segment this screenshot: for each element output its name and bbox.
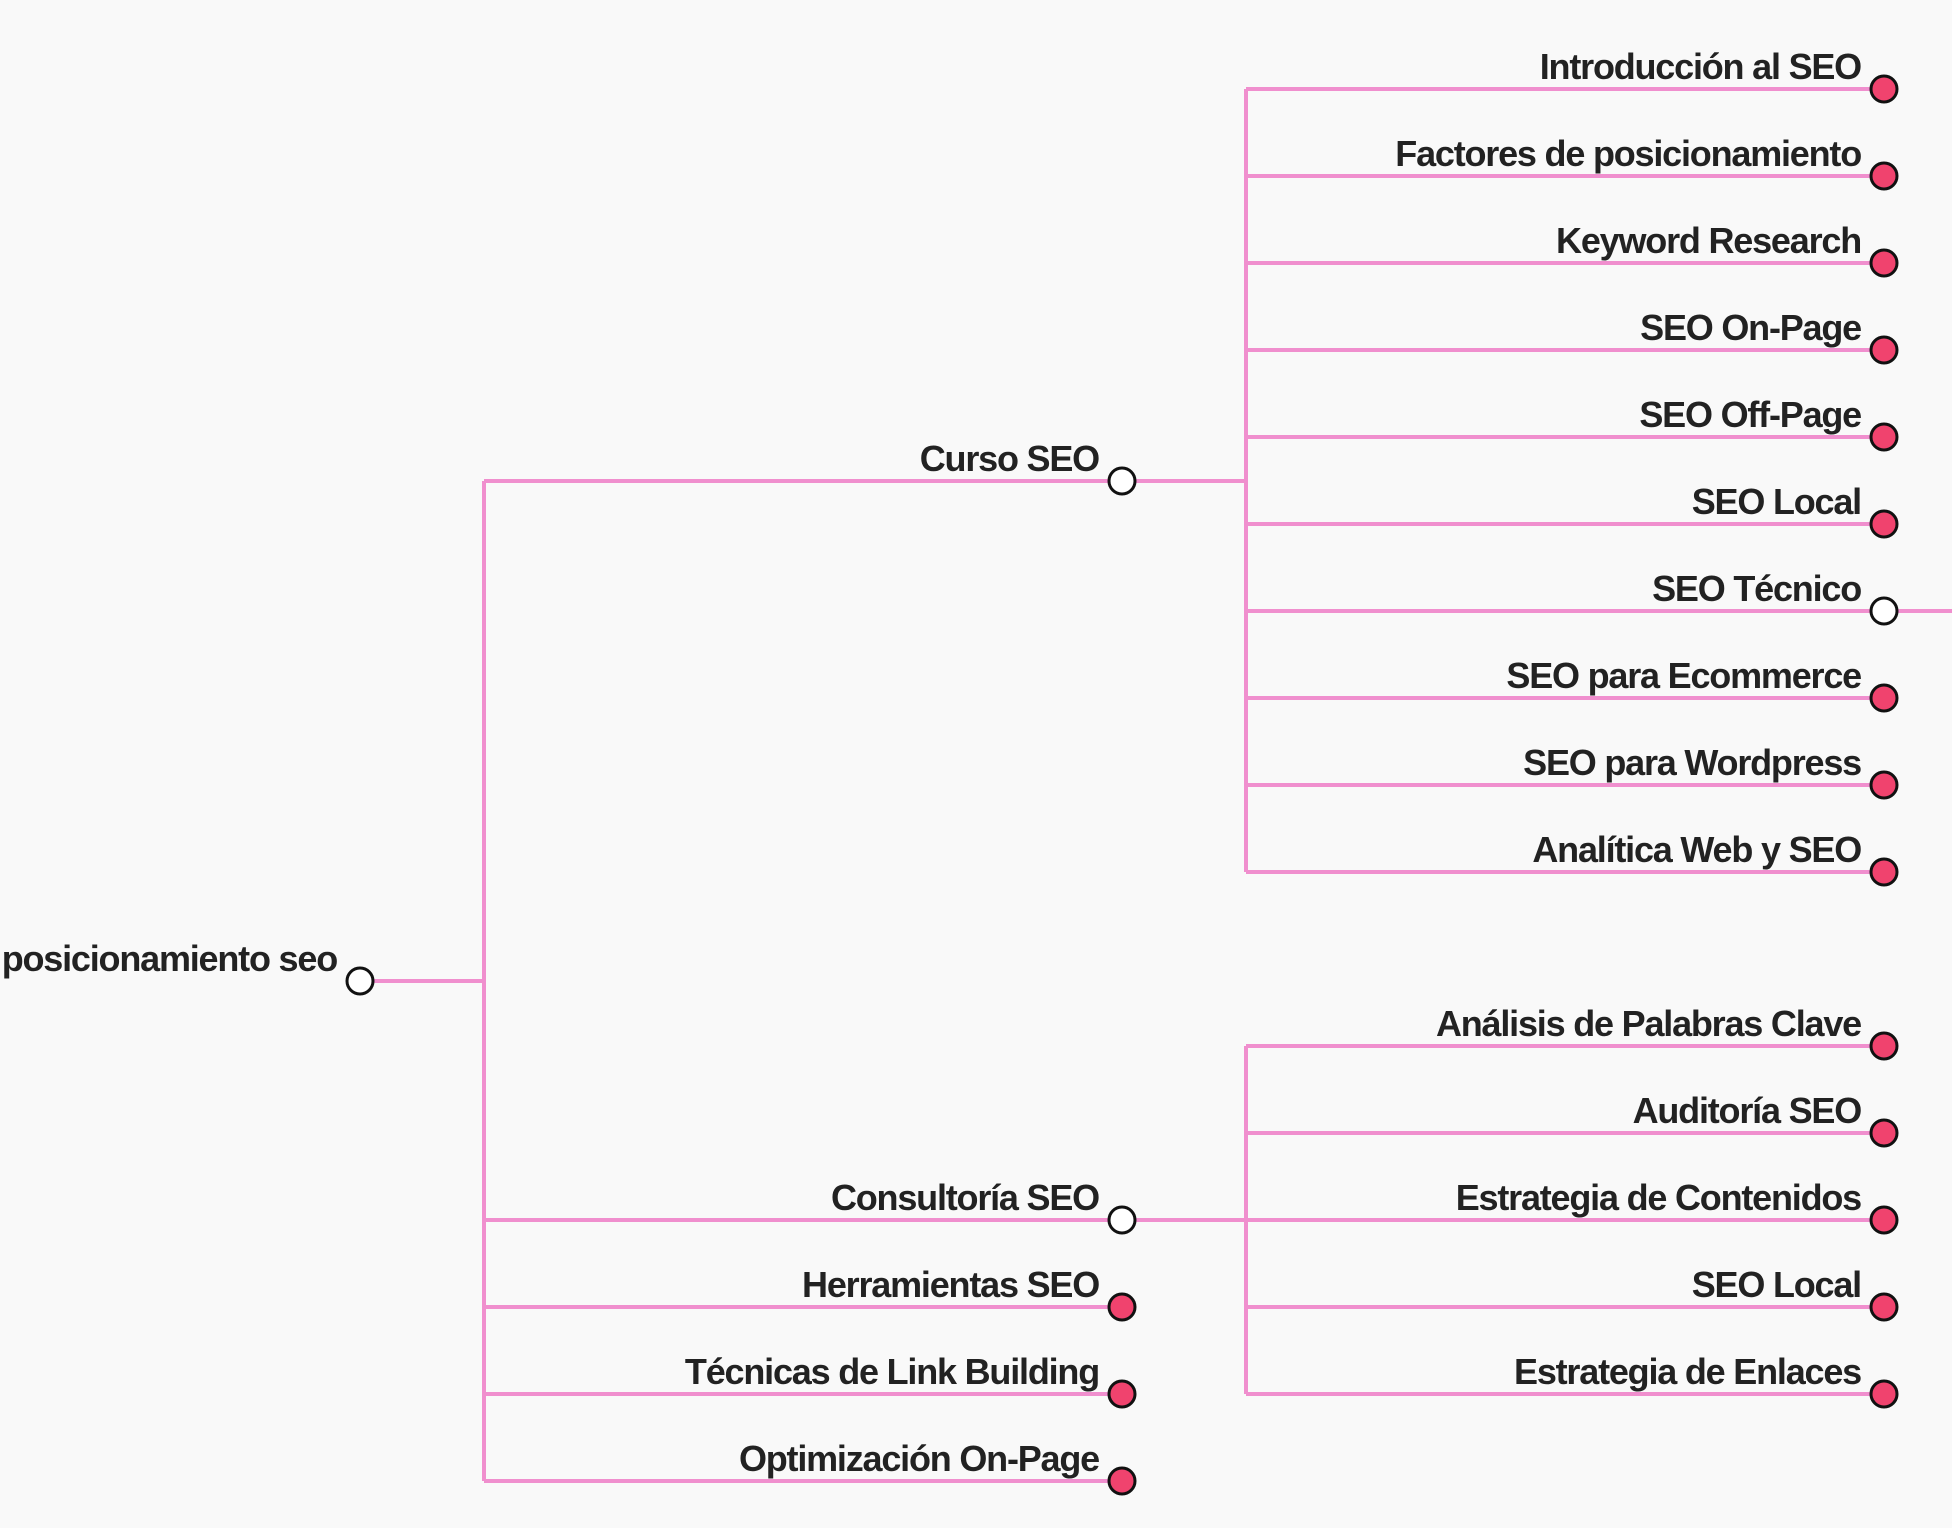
leaf-node[interactable]: SEO para Wordpress [1523, 742, 1899, 800]
leaf-node-label: Auditoría SEO [1633, 1090, 1862, 1131]
expand-node-dot[interactable] [345, 966, 375, 996]
leaf-node[interactable]: Estrategia de Contenidos [1456, 1177, 1899, 1235]
leaf-node-label: Análisis de Palabras Clave [1436, 1003, 1861, 1044]
leaf-node[interactable]: SEO On-Page [1640, 307, 1899, 365]
leaf-node[interactable]: SEO Local [1692, 1264, 1899, 1322]
leaf-node[interactable]: Estrategia de Enlaces [1514, 1351, 1899, 1409]
leaf-node-label: SEO para Wordpress [1523, 742, 1861, 783]
leaf-node-label: SEO para Ecommerce [1506, 655, 1861, 696]
leaf-node-label: Estrategia de Enlaces [1514, 1351, 1861, 1392]
leaf-node-dot[interactable] [1869, 1118, 1899, 1148]
branch-node-label: Consultoría SEO [831, 1177, 1099, 1218]
leaf-node-label: Factores de posicionamiento [1395, 133, 1861, 174]
leaf-node[interactable]: Auditoría SEO [1633, 1090, 1899, 1148]
leaf-node-label: Estrategia de Contenidos [1456, 1177, 1861, 1218]
expand-node-dot[interactable] [1869, 596, 1899, 626]
leaf-node-label: Introducción al SEO [1540, 46, 1861, 87]
leaf-node-dot[interactable] [1869, 1205, 1899, 1235]
expand-node-dot[interactable] [1107, 1205, 1137, 1235]
leaf-node[interactable]: Introducción al SEO [1540, 46, 1899, 104]
expand-node-dot[interactable] [1107, 466, 1137, 496]
leaf-node-label: Keyword Research [1556, 220, 1861, 261]
leaf-node-dot[interactable] [1107, 1379, 1137, 1409]
leaf-node-dot[interactable] [1869, 683, 1899, 713]
leaf-node-label: SEO Local [1692, 1264, 1861, 1305]
leaf-node-label: SEO Local [1692, 481, 1861, 522]
leaf-node-dot[interactable] [1869, 857, 1899, 887]
branch-node-label: Optimización On-Page [739, 1438, 1099, 1479]
branch-node-label: Técnicas de Link Building [685, 1351, 1099, 1392]
leaf-node[interactable]: SEO Off-Page [1639, 394, 1899, 452]
leaf-node-dot[interactable] [1869, 74, 1899, 104]
leaf-node-dot[interactable] [1869, 770, 1899, 800]
branch-node-label: Herramientas SEO [802, 1264, 1099, 1305]
branch-node[interactable]: Técnicas de Link Building [685, 1351, 1137, 1409]
leaf-node-dot[interactable] [1869, 1379, 1899, 1409]
leaf-node[interactable]: Análisis de Palabras Clave [1436, 1003, 1899, 1061]
branch-node-label: Curso SEO [920, 438, 1099, 479]
leaf-node-dot[interactable] [1107, 1292, 1137, 1322]
leaf-node-dot[interactable] [1869, 1292, 1899, 1322]
branch-node[interactable]: Curso SEO [920, 438, 1137, 496]
leaf-node[interactable]: Analítica Web y SEO [1532, 829, 1899, 887]
mind-map-nodes: posicionamiento seo Curso SEO Introducción… [2, 46, 1899, 1496]
leaf-node[interactable]: Factores de posicionamiento [1395, 133, 1899, 191]
leaf-node-dot[interactable] [1107, 1466, 1137, 1496]
leaf-node[interactable]: Keyword Research [1556, 220, 1899, 278]
collapsed-node[interactable]: SEO Técnico [1652, 568, 1899, 626]
branch-node[interactable]: Optimización On-Page [739, 1438, 1137, 1496]
leaf-node[interactable]: SEO Local [1692, 481, 1899, 539]
leaf-node-dot[interactable] [1869, 1031, 1899, 1061]
leaf-node[interactable]: SEO para Ecommerce [1506, 655, 1899, 713]
leaf-node-dot[interactable] [1869, 248, 1899, 278]
root-node-label: posicionamiento seo [2, 938, 337, 979]
leaf-node-dot[interactable] [1869, 509, 1899, 539]
leaf-node-dot[interactable] [1869, 422, 1899, 452]
mind-map-edges [373, 87, 1952, 1483]
leaf-node-label: SEO On-Page [1640, 307, 1861, 348]
collapsed-node-label: SEO Técnico [1652, 568, 1861, 609]
branch-node[interactable]: Consultoría SEO [831, 1177, 1137, 1235]
root-node[interactable]: posicionamiento seo [2, 938, 375, 996]
leaf-node-label: Analítica Web y SEO [1532, 829, 1861, 870]
leaf-node-dot[interactable] [1869, 335, 1899, 365]
leaf-node-dot[interactable] [1869, 161, 1899, 191]
branch-node[interactable]: Herramientas SEO [802, 1264, 1137, 1322]
leaf-node-label: SEO Off-Page [1639, 394, 1861, 435]
